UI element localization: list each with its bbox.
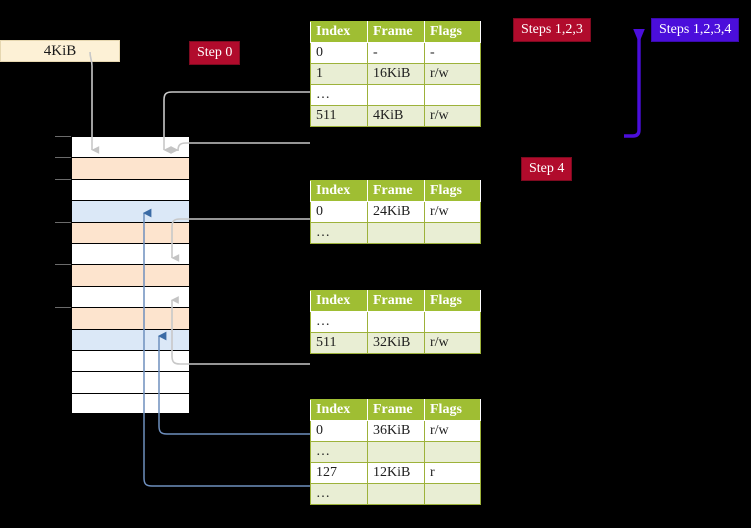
table-cell: 127 (310, 462, 368, 484)
memory-frame-row (71, 221, 190, 243)
table-cell: 36KiB (367, 420, 425, 442)
memory-tick-mark (55, 221, 71, 223)
table-row: … (310, 441, 481, 463)
memory-tick-mark (55, 178, 71, 180)
table-cell: 4KiB (367, 105, 425, 127)
memory-frame-row (71, 307, 190, 329)
table-cell (424, 222, 481, 244)
table-cell (367, 84, 425, 106)
table-row: … (310, 84, 481, 106)
table-cell: r/w (424, 63, 481, 85)
table-header-flags: Flags (424, 180, 481, 202)
table-cell (367, 483, 425, 505)
connector-pml4-row511-to-memory (170, 142, 310, 154)
memory-frame-row (71, 178, 190, 201)
table-header-flags: Flags (424, 399, 481, 421)
table-cell: 0 (310, 42, 368, 64)
bracket-steps-1-2-3-4 (624, 29, 645, 138)
table-cell: r/w (424, 201, 481, 223)
table-row: 0-- (310, 42, 481, 64)
table-header-flags: Flags (424, 21, 481, 43)
size-box-4kib: 4KiB (0, 40, 120, 62)
table-cell (367, 441, 425, 463)
connector-pdpt-row0-to-memory (171, 218, 310, 262)
table-cell (367, 311, 425, 333)
table-cell (424, 84, 481, 106)
memory-frame-row (71, 200, 190, 222)
memory-tick-mark (55, 136, 71, 137)
table-cell: 511 (310, 332, 368, 354)
table-cell (424, 311, 481, 333)
memory-frame-row (71, 157, 190, 179)
table-row: … (310, 222, 481, 244)
table-cell: 1 (310, 63, 368, 85)
table-header-index: Index (310, 180, 368, 202)
table-cell: r/w (424, 332, 481, 354)
table-cell: - (367, 42, 425, 64)
table-cell: - (424, 42, 481, 64)
badge-steps-1-2-3-4: Steps 1,2,3,4 (651, 18, 740, 42)
memory-tick-mark (55, 307, 71, 309)
table-cell: … (310, 84, 368, 106)
table-cell: 32KiB (367, 332, 425, 354)
table-cell: 0 (310, 201, 368, 223)
table-header-frame: Frame (367, 21, 425, 43)
memory-column (55, 136, 190, 415)
memory-frame-row (71, 350, 190, 372)
table-cell: 16KiB (367, 63, 425, 85)
memory-frame-row (71, 264, 190, 286)
memory-frame-row (71, 136, 190, 158)
badge-steps-1-2-3: Steps 1,2,3 (513, 18, 591, 42)
table-cell: 511 (310, 105, 368, 127)
table-header-flags: Flags (424, 290, 481, 312)
table-cell: … (310, 311, 368, 333)
table-cell: r/w (424, 420, 481, 442)
table-header-index: Index (310, 399, 368, 421)
table-cell (367, 222, 425, 244)
memory-frame-row (71, 285, 190, 308)
memory-frame-row (71, 243, 190, 265)
table-header-frame: Frame (367, 290, 425, 312)
memory-tick-mark (55, 157, 71, 159)
table-header-frame: Frame (367, 399, 425, 421)
table-cell (424, 441, 481, 463)
connector-pd-row511-to-memory (171, 296, 310, 365)
table-cell: … (310, 441, 368, 463)
table-row: … (310, 311, 481, 333)
table-cell: 12KiB (367, 462, 425, 484)
memory-frame-row (71, 328, 190, 350)
table-cell: r/w (424, 105, 481, 127)
table-cell: 24KiB (367, 201, 425, 223)
table-header-index: Index (310, 21, 368, 43)
badge-step-4: Step 4 (521, 157, 573, 181)
memory-frame-row (71, 392, 190, 415)
table-row: … (310, 483, 481, 505)
table-cell: … (310, 222, 368, 244)
memory-frame-row (71, 371, 190, 393)
badge-step-0: Step 0 (189, 41, 241, 65)
table-header-index: Index (310, 290, 368, 312)
table-cell (424, 483, 481, 505)
table-cell: r (424, 462, 481, 484)
table-header-frame: Frame (367, 180, 425, 202)
table-cell: … (310, 483, 368, 505)
table-cell: 0 (310, 420, 368, 442)
memory-tick-mark (55, 264, 71, 266)
